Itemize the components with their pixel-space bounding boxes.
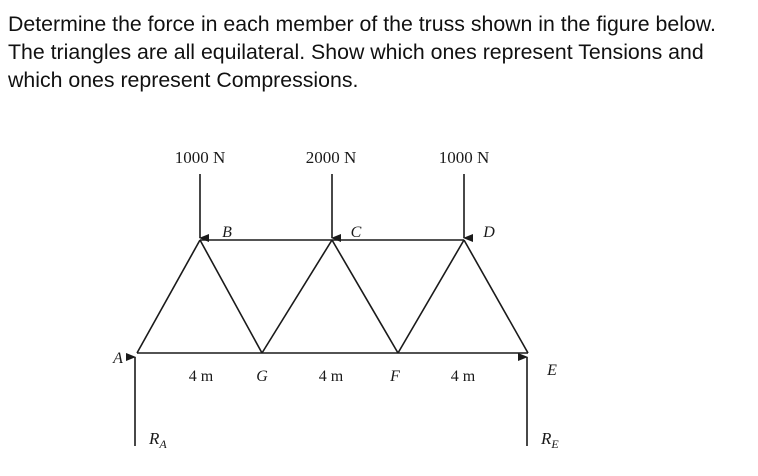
dimension-label-FE: 4 m [451,368,476,385]
member-CF [331,239,399,354]
node-label-D: D [482,224,495,241]
member-CG [261,239,333,354]
applied-loads [199,174,473,242]
dimension-label-AG: 4 m [189,368,214,385]
member-DE [463,239,529,354]
node-label-F: F [389,368,400,385]
node-label-A: A [112,350,123,367]
node-label-C: C [351,224,362,241]
load-label-B: 1000 N [175,148,226,167]
member-AB [136,239,201,354]
node-label-E: E [546,362,557,379]
reaction-arrows [126,353,528,446]
load-label-D: 1000 N [439,148,490,167]
truss-members [136,239,529,354]
member-BG [199,239,263,354]
reaction-label-right: RE [540,429,559,451]
load-label-C: 2000 N [306,148,357,167]
node-label-G: G [256,368,268,385]
dimension-label-GF: 4 m [319,368,344,385]
reaction-label-left: RA [148,429,167,451]
member-DF [397,239,465,354]
question-text: Determine the force in each member of th… [8,12,716,92]
node-label-B: B [222,224,232,241]
